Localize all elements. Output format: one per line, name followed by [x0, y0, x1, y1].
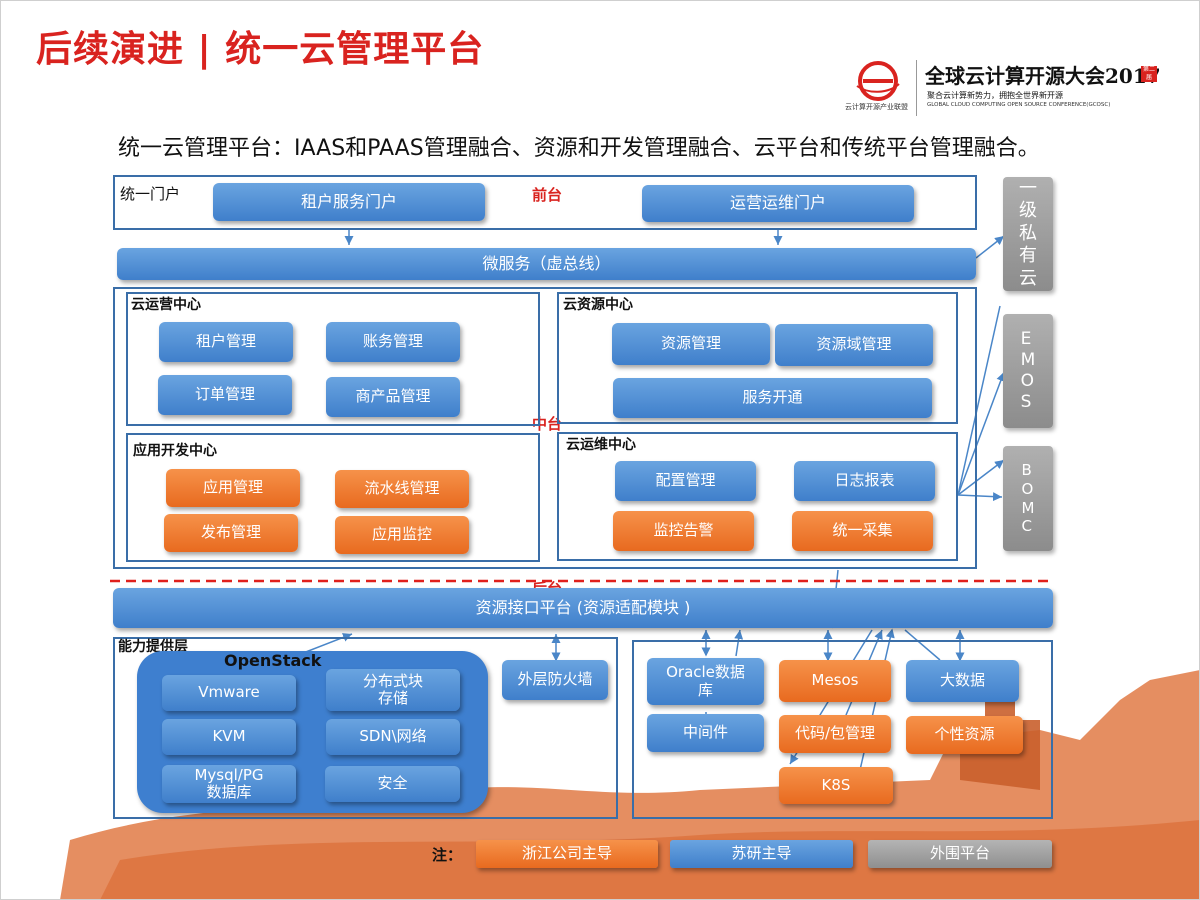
openstack-label: OpenStack	[224, 651, 322, 670]
unified-collection-button[interactable]: 统一采集	[792, 511, 933, 551]
release-management-button[interactable]: 发布管理	[164, 514, 298, 552]
billing-management-button[interactable]: 账务管理	[326, 322, 460, 362]
mysql-pg-database-button[interactable]: Mysql/PG 数据库	[162, 765, 296, 803]
om-center-label: 云运维中心	[566, 437, 636, 453]
tenant-management-button[interactable]: 租户管理	[159, 322, 293, 362]
e-logo-icon	[856, 61, 900, 101]
conference-logo: 云计算开源产业联盟 全球云计算开源大会2017 第二届 聚合云计算新势力，拥抱全…	[845, 58, 1185, 122]
resource-interface-platform[interactable]: 资源接口平台 (资源适配模块 )	[113, 588, 1053, 628]
legend-note-label: 注：	[432, 846, 463, 864]
security-button[interactable]: 安全	[325, 766, 460, 802]
k8s-button[interactable]: K8S	[779, 767, 893, 804]
app-management-button[interactable]: 应用管理	[166, 469, 300, 507]
portal-frame	[113, 175, 977, 230]
middle-frame	[113, 287, 977, 569]
capability-right-frame	[632, 640, 1053, 819]
big-data-button[interactable]: 大数据	[906, 660, 1019, 702]
page-subtitle: 统一云管理平台：IAAS和PAAS管理融合、资源和开发管理融合、云平台和传统平台…	[118, 136, 1040, 161]
resource-center-label: 云资源中心	[563, 297, 633, 313]
capability-left-frame	[113, 637, 618, 819]
resource-center-frame	[557, 292, 958, 424]
dev-center-label: 应用开发中心	[133, 443, 217, 459]
monitoring-alert-button[interactable]: 监控告警	[613, 511, 754, 551]
legend-zhejiang: 浙江公司主导	[476, 840, 658, 868]
app-monitoring-button[interactable]: 应用监控	[335, 516, 469, 554]
tenant-portal-button[interactable]: 租户服务门户	[213, 183, 485, 221]
conference-name: 全球云计算开源大会2017	[925, 64, 1161, 88]
mesos-button[interactable]: Mesos	[779, 660, 891, 702]
alliance-name: 云计算开源产业联盟	[845, 103, 908, 111]
kvm-button[interactable]: KVM	[162, 719, 296, 755]
custom-resource-button[interactable]: 个性资源	[906, 716, 1023, 754]
legend-suyan: 苏研主导	[670, 840, 853, 868]
legend-peripheral: 外围平台	[868, 840, 1052, 868]
middleware-button[interactable]: 中间件	[647, 714, 764, 752]
product-management-button[interactable]: 商产品管理	[326, 377, 460, 417]
config-management-button[interactable]: 配置管理	[615, 461, 756, 501]
om-center-frame	[557, 432, 958, 561]
code-package-management-button[interactable]: 代码/包管理	[779, 715, 891, 753]
log-report-button[interactable]: 日志报表	[794, 461, 935, 501]
distributed-block-storage-button[interactable]: 分布式块 存储	[326, 669, 460, 711]
emos-box[interactable]: E M O S	[1003, 314, 1053, 428]
pipeline-management-button[interactable]: 流水线管理	[335, 470, 469, 508]
resource-management-button[interactable]: 资源管理	[612, 323, 770, 365]
tier-front-label: 前台	[532, 186, 563, 204]
microservice-bus[interactable]: 微服务（虚总线）	[117, 248, 976, 280]
vmware-button[interactable]: Vmware	[162, 675, 296, 711]
ops-portal-button[interactable]: 运营运维门户	[642, 185, 914, 222]
page-title: 后续演进 | 统一云管理平台	[36, 29, 485, 70]
dev-center-frame	[126, 433, 540, 562]
ops-center-frame	[126, 292, 540, 426]
portal-label: 统一门户	[120, 185, 181, 203]
outer-firewall-button[interactable]: 外层防火墙	[502, 660, 608, 700]
resource-domain-management-button[interactable]: 资源域管理	[775, 324, 933, 366]
backend-divider-line	[110, 579, 1050, 583]
logo-divider	[916, 60, 917, 116]
bomc-box[interactable]: B O M C	[1003, 446, 1053, 551]
service-provisioning-button[interactable]: 服务开通	[613, 378, 932, 418]
order-management-button[interactable]: 订单管理	[158, 375, 292, 415]
oracle-database-button[interactable]: Oracle数据 库	[647, 658, 764, 705]
conference-english: GLOBAL CLOUD COMPUTING OPEN SOURCE CONFE…	[927, 102, 1111, 108]
sdn-network-button[interactable]: SDN\网络	[326, 719, 460, 755]
private-cloud-box[interactable]: 一 级 私 有 云	[1003, 177, 1053, 291]
ops-center-label: 云运营中心	[131, 297, 201, 313]
conference-slogan: 聚合云计算新势力，拥抱全世界新开源	[927, 91, 1063, 100]
edition-badge: 第二届	[1141, 66, 1157, 82]
